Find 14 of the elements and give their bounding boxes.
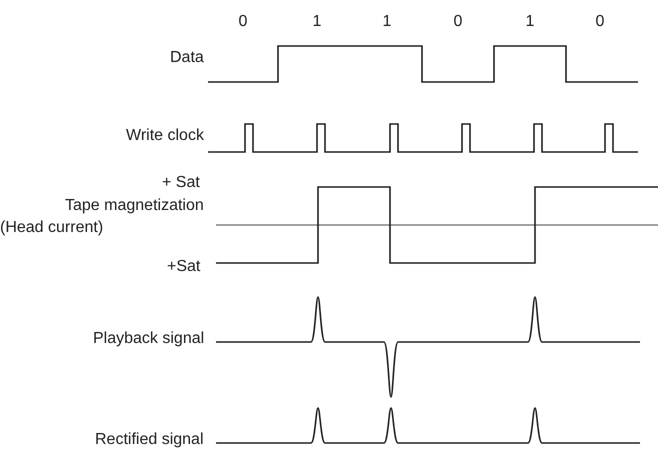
level-label: +Sat: [167, 258, 200, 276]
row-label: Rectified signal: [95, 431, 204, 449]
row-label: Tape magnetization: [65, 197, 204, 215]
bit-value: 0: [238, 13, 248, 31]
bit-value: 1: [312, 13, 322, 31]
row-label: (Head current): [0, 219, 104, 237]
row-label: Playback signal: [93, 330, 204, 348]
level-label: + Sat: [162, 174, 200, 192]
row-label: Write clock: [126, 127, 204, 145]
bit-value: 1: [382, 13, 392, 31]
bit-value: 0: [454, 13, 462, 31]
bit-value: 1: [526, 13, 534, 31]
bit-value: 0: [596, 13, 604, 31]
row-label: Data: [170, 49, 204, 67]
